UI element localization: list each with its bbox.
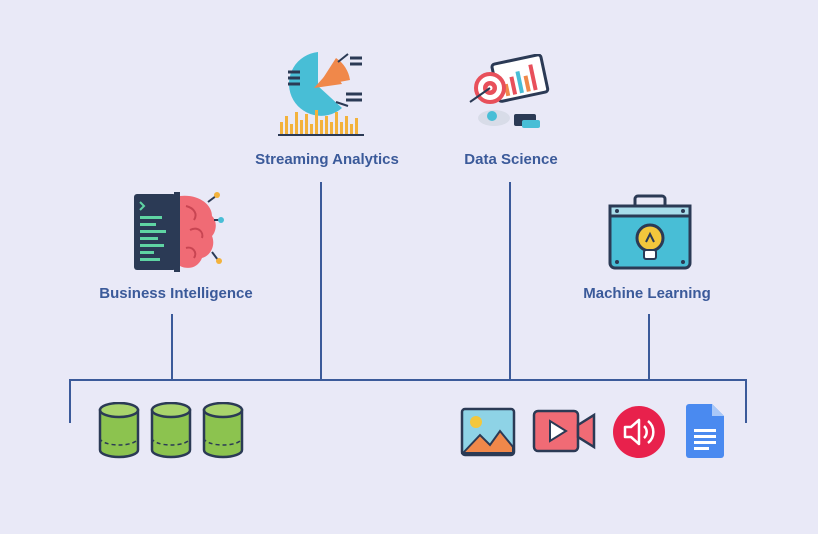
audio-icon bbox=[613, 406, 665, 458]
database-icon bbox=[98, 402, 140, 459]
brain-code-icon bbox=[134, 192, 224, 272]
node-label-streaming-analytics: Streaming Analytics bbox=[255, 151, 399, 168]
lightbulb-briefcase-icon bbox=[608, 194, 692, 270]
pie-chart-analytics-icon bbox=[278, 52, 364, 136]
document-icon bbox=[686, 404, 724, 458]
database-icon bbox=[150, 402, 192, 459]
image-icon bbox=[460, 407, 516, 457]
node-label-data-science: Data Science bbox=[464, 151, 558, 168]
node-label-machine-learning: Machine Learning bbox=[583, 285, 711, 302]
node-label-business-intelligence: Business Intelligence bbox=[99, 285, 253, 302]
database-icon bbox=[202, 402, 244, 459]
structured-data-group bbox=[98, 402, 244, 459]
monitor-target-chart-icon bbox=[469, 54, 550, 128]
video-icon bbox=[532, 409, 596, 453]
